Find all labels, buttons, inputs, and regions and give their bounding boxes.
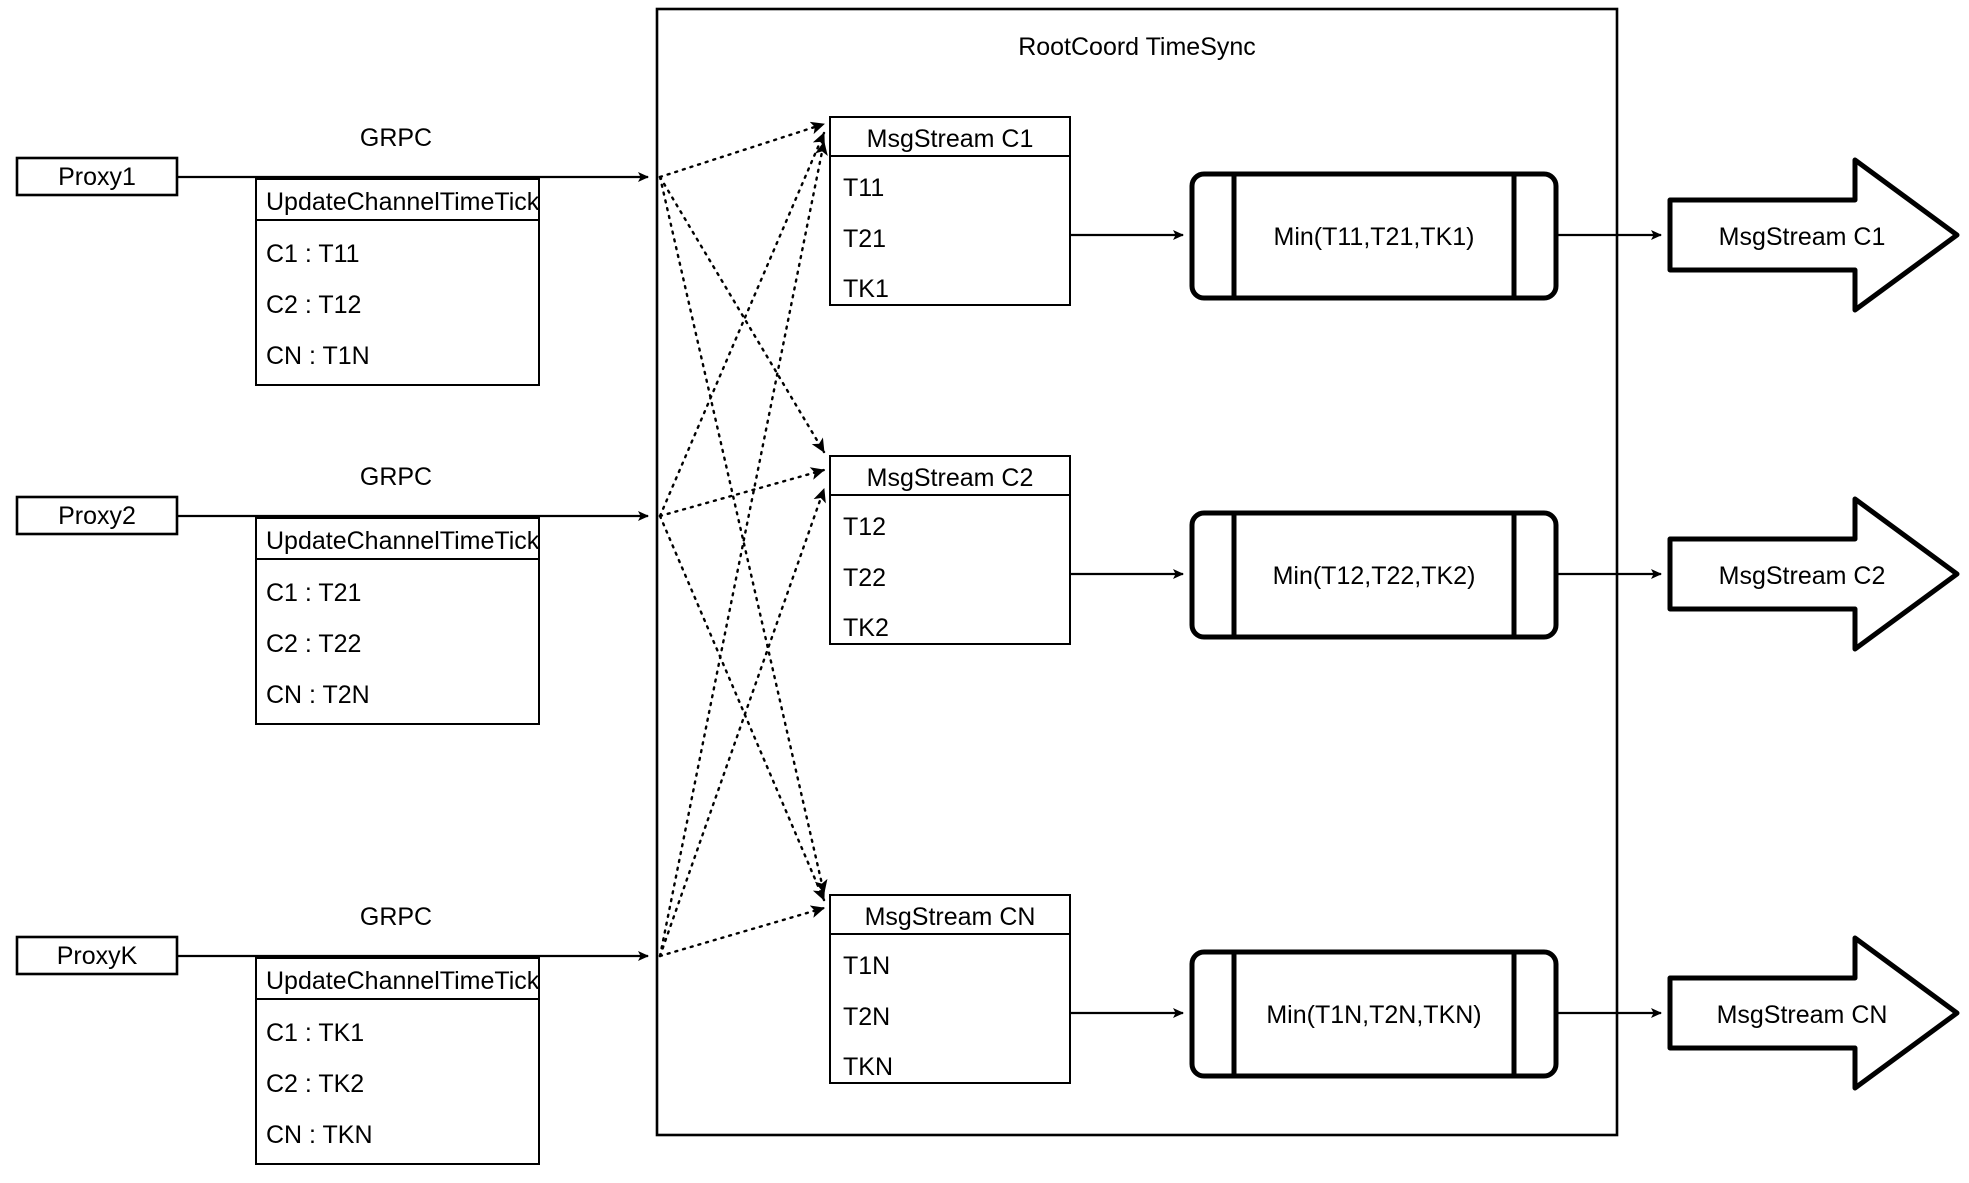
msgstream-entry-3-2: TKN bbox=[843, 1053, 893, 1081]
output-label-3: MsgStream CN bbox=[1717, 1001, 1888, 1029]
output-block-arrow-3[interactable]: MsgStream CN bbox=[1667, 935, 1960, 1091]
msgstream-box-2[interactable]: MsgStream C2 T12 T22 TK2 bbox=[829, 455, 1071, 645]
rpc-entry-1-1: C2 : T12 bbox=[266, 291, 361, 319]
update-channel-timetick-box-3[interactable]: UpdateChannelTimeTick C1 : TK1 C2 : TK2 … bbox=[255, 957, 540, 1165]
msgstream-entry-1-2: TK1 bbox=[843, 275, 889, 303]
dotted-connector-3-to-cn bbox=[658, 905, 826, 958]
dotted-connector-3-to-c1 bbox=[658, 140, 828, 958]
dotted-connector-1-to-cn bbox=[658, 175, 828, 895]
min-process-box-2[interactable]: Min(T12,T22,TK2) bbox=[1189, 510, 1559, 640]
row-3: ProxyK GRPC UpdateChannelTimeTick C1 : T… bbox=[15, 894, 1960, 1165]
rpc-entry-2-1: C2 : T22 bbox=[266, 630, 361, 658]
output-label-1: MsgStream C1 bbox=[1719, 223, 1886, 251]
msgstream-title-1: MsgStream C1 bbox=[867, 125, 1034, 153]
output-block-arrow-1[interactable]: MsgStream C1 bbox=[1667, 157, 1960, 313]
proxy-box-3[interactable]: ProxyK bbox=[15, 935, 179, 976]
msgstream-box-3[interactable]: MsgStream CN T1N T2N TKN bbox=[829, 894, 1071, 1084]
dotted-connector-2-to-c2 bbox=[658, 467, 826, 518]
rpc-entry-2-2: CN : T2N bbox=[266, 681, 370, 709]
proxy-box-1[interactable]: Proxy1 bbox=[15, 156, 179, 197]
proxy-label-3: ProxyK bbox=[57, 942, 138, 970]
msgstream-entry-2-2: TK2 bbox=[843, 614, 889, 642]
msgstream-title-3: MsgStream CN bbox=[865, 903, 1036, 931]
msgstream-entry-3-1: T2N bbox=[843, 1003, 890, 1031]
dotted-connector-2-to-cn bbox=[658, 514, 826, 902]
dotted-connector-3-to-c2 bbox=[658, 487, 826, 958]
rpc-entry-1-2: CN : T1N bbox=[266, 342, 370, 370]
min-process-box-3[interactable]: Min(T1N,T2N,TKN) bbox=[1189, 949, 1559, 1079]
rpc-entry-3-2: CN : TKN bbox=[266, 1121, 373, 1149]
rpc-entry-1-0: C1 : T11 bbox=[266, 240, 360, 268]
dotted-connector-1-to-c2 bbox=[658, 175, 826, 454]
output-block-arrow-2[interactable]: MsgStream C2 bbox=[1667, 496, 1960, 652]
proxy-box-2[interactable]: Proxy2 bbox=[15, 495, 179, 536]
msgstream-entry-1-1: T21 bbox=[843, 225, 886, 253]
dotted-connector-2-to-c1 bbox=[658, 131, 826, 518]
msgstream-entry-2-0: T12 bbox=[843, 513, 886, 541]
grpc-label-3: GRPC bbox=[360, 903, 432, 931]
msgstream-entry-3-0: T1N bbox=[843, 952, 890, 980]
msgstream-box-1[interactable]: MsgStream C1 T11 T21 TK1 bbox=[829, 116, 1071, 306]
grpc-label-1: GRPC bbox=[360, 124, 432, 152]
rpc-title-2: UpdateChannelTimeTick bbox=[266, 527, 540, 555]
update-channel-timetick-box-1[interactable]: UpdateChannelTimeTick C1 : T11 C2 : T12 … bbox=[255, 178, 540, 386]
container-title: RootCoord TimeSync bbox=[1018, 33, 1256, 61]
min-process-label-1: Min(T11,T21,TK1) bbox=[1274, 223, 1475, 251]
fanout-dotted-connectors bbox=[658, 121, 828, 958]
msgstream-entry-2-1: T22 bbox=[843, 564, 886, 592]
rootcoord-timesync-container: RootCoord TimeSync bbox=[655, 7, 1619, 1137]
rpc-title-1: UpdateChannelTimeTick bbox=[266, 188, 540, 216]
min-process-label-2: Min(T12,T22,TK2) bbox=[1273, 562, 1476, 590]
min-process-label-3: Min(T1N,T2N,TKN) bbox=[1266, 1001, 1481, 1029]
proxy-label-1: Proxy1 bbox=[58, 163, 136, 191]
row-2: Proxy2 GRPC UpdateChannelTimeTick C1 : T… bbox=[15, 455, 1960, 725]
dotted-connector-1-to-c1 bbox=[658, 121, 826, 179]
row-1: Proxy1 GRPC UpdateChannelTimeTick C1 : T… bbox=[15, 116, 1960, 386]
update-channel-timetick-box-2[interactable]: UpdateChannelTimeTick C1 : T21 C2 : T22 … bbox=[255, 517, 540, 725]
rpc-entry-3-1: C2 : TK2 bbox=[266, 1070, 364, 1098]
rpc-entry-3-0: C1 : TK1 bbox=[266, 1019, 364, 1047]
rpc-title-3: UpdateChannelTimeTick bbox=[266, 967, 540, 995]
msgstream-title-2: MsgStream C2 bbox=[867, 464, 1034, 492]
msgstream-entry-1-0: T11 bbox=[843, 174, 884, 202]
proxy-label-2: Proxy2 bbox=[58, 502, 136, 530]
grpc-label-2: GRPC bbox=[360, 463, 432, 491]
min-process-box-1[interactable]: Min(T11,T21,TK1) bbox=[1189, 171, 1559, 301]
rpc-entry-2-0: C1 : T21 bbox=[266, 579, 361, 607]
output-label-2: MsgStream C2 bbox=[1719, 562, 1886, 590]
